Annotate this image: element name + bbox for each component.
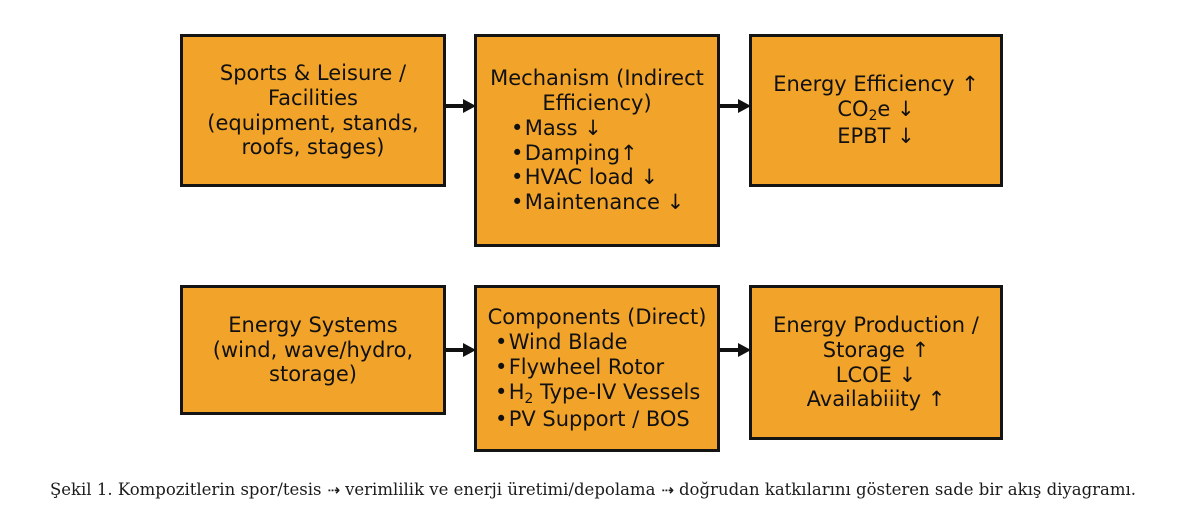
list-item-label: Wind Blade: [508, 329, 628, 354]
arrow-shaft: [446, 104, 464, 108]
list-item: •Wind Blade: [494, 330, 701, 355]
node-line: LCOE ↓: [835, 362, 917, 387]
node-energy-systems: Energy Systems (wind, wave/hydro, storag…: [180, 285, 446, 415]
list-item-label: Mass ↓: [524, 115, 602, 140]
arrow-mechanism-to-efficiency-icon: [720, 99, 751, 113]
arrow-shaft: [720, 104, 739, 108]
caption-arrow-icon: ⇢: [327, 481, 340, 499]
node-line-co2e: CO2e ↓: [837, 96, 915, 124]
node-title-line: Mechanism (Indirect: [490, 66, 704, 91]
arrow-sports-to-mechanism-icon: [446, 99, 476, 113]
bullet-icon: •: [511, 115, 524, 140]
list-item: •HVAC load ↓: [510, 165, 685, 190]
node-line: Energy Efficiency ↑: [773, 71, 979, 96]
list-item: •Mass ↓: [510, 116, 685, 141]
arrow-head: [738, 99, 751, 113]
bullet-icon: •: [495, 407, 508, 432]
node-sports-leisure-facilities: Sports & Leisure / Facilities (equipment…: [180, 34, 446, 187]
list-item-label: Maintenance ↓: [524, 190, 685, 215]
list-item-label: HVAC load ↓: [524, 165, 659, 190]
node-line: Energy Production /: [773, 312, 979, 337]
list-item: •PV Support / BOS: [494, 407, 701, 432]
arrow-head: [738, 343, 751, 357]
arrow-head: [463, 99, 476, 113]
figure-caption: Şekil 1. Kompozitlerin spor/tesis ⇢ veriml…: [38, 478, 1148, 502]
mechanism-bullet-list: •Mass ↓ •Damping↑ •HVAC load ↓ •Maintena…: [510, 116, 685, 215]
node-line: storage): [269, 362, 357, 387]
node-line: Availabiiity ↑: [806, 387, 946, 412]
bullet-icon: •: [511, 140, 524, 165]
list-item-label: PV Support / BOS: [508, 407, 690, 432]
bullet-icon: •: [495, 354, 508, 379]
node-line: (wind, wave/hydro,: [212, 337, 414, 362]
caption-prefix: Şekil 1. Kompozitlerin spor/tesis: [49, 480, 322, 499]
caption-segment-2: verimlilik ve enerji üretimi/depolama: [345, 480, 656, 499]
list-item-label-h2: H2 Type-IV Vessels: [508, 379, 701, 407]
arrow-energy-to-components-icon: [446, 343, 476, 357]
node-line: Storage ↑: [822, 337, 930, 362]
arrow-head: [463, 343, 476, 357]
bullet-icon: •: [495, 329, 508, 354]
node-energy-production-outcome: Energy Production / Storage ↑ LCOE ↓ Ava…: [749, 285, 1003, 440]
node-line: roofs, stages): [241, 135, 385, 160]
node-line: Facilities: [268, 85, 358, 110]
node-title-line: Components (Direct): [487, 305, 707, 330]
node-components-direct: Components (Direct) •Wind Blade •Flywhee…: [474, 285, 720, 452]
bullet-icon: •: [495, 379, 508, 404]
node-line: Sports & Leisure /: [219, 60, 407, 85]
node-energy-efficiency-outcome: Energy Efficiency ↑ CO2e ↓ EPBT ↓: [749, 34, 1003, 187]
bullet-icon: •: [511, 190, 524, 215]
node-mechanism-indirect-efficiency: Mechanism (Indirect Efficiency) •Mass ↓ …: [474, 34, 720, 247]
list-item-label: Flywheel Rotor: [508, 354, 665, 379]
caption-arrow-icon: ⇢: [661, 481, 674, 499]
node-line: EPBT ↓: [837, 124, 915, 149]
caption-segment-3: doğrudan katkılarını gösteren sade bir a…: [679, 480, 1137, 499]
list-item-label: Damping↑: [524, 140, 638, 165]
bullet-icon: •: [511, 165, 524, 190]
node-line: Energy Systems: [228, 312, 398, 337]
list-item: •Flywheel Rotor: [494, 355, 701, 380]
node-title-line: Efficiency): [542, 90, 652, 115]
list-item: •H2 Type-IV Vessels: [494, 379, 701, 408]
components-bullet-list: •Wind Blade •Flywheel Rotor •H2 Type-IV …: [494, 330, 701, 432]
list-item: •Damping↑: [510, 141, 685, 166]
node-line: (equipment, stands,: [207, 110, 419, 135]
arrow-shaft: [720, 348, 739, 352]
arrow-shaft: [446, 348, 464, 352]
arrow-components-to-production-icon: [720, 343, 751, 357]
list-item: •Maintenance ↓: [510, 190, 685, 215]
